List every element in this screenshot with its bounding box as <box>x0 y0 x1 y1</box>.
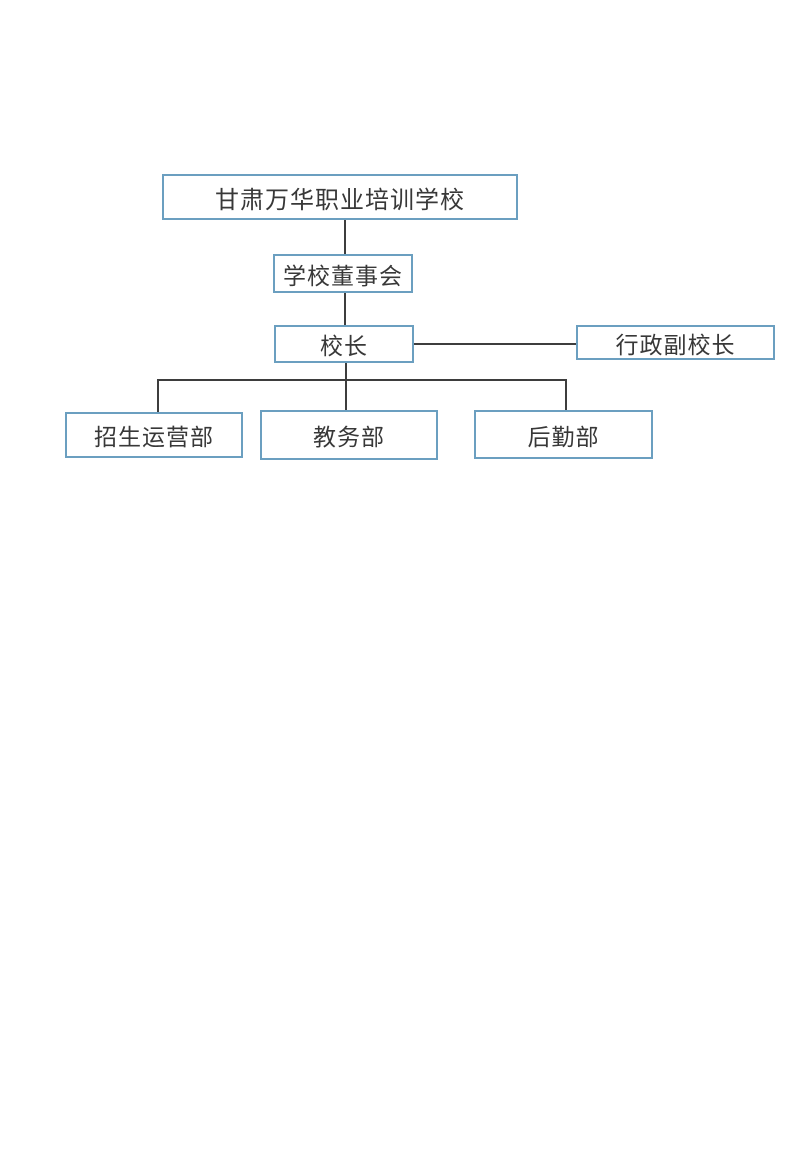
connector-principal-depts <box>345 363 347 410</box>
connector-drop-admissions <box>157 379 159 412</box>
connector-principal-vice <box>414 343 576 345</box>
node-dept-academic-label: 教务部 <box>313 424 385 450</box>
node-dept-academic: 教务部 <box>260 410 438 460</box>
node-board: 学校董事会 <box>273 254 413 293</box>
node-dept-logistics: 后勤部 <box>474 410 653 459</box>
node-dept-admissions: 招生运营部 <box>65 412 243 458</box>
node-dept-admissions-label: 招生运营部 <box>94 424 214 450</box>
node-board-label: 学校董事会 <box>283 262 403 289</box>
node-vice-principal: 行政副校长 <box>576 325 775 360</box>
node-dept-logistics-label: 后勤部 <box>527 423 600 450</box>
connector-departments-bus <box>157 379 567 381</box>
node-vice-principal-label: 行政副校长 <box>615 331 736 358</box>
node-school: 甘肃万华职业培训学校 <box>162 174 518 220</box>
connector-school-board <box>344 220 346 254</box>
connector-drop-logistics <box>565 379 567 410</box>
node-principal-label: 校长 <box>320 333 368 359</box>
node-school-label: 甘肃万华职业培训学校 <box>215 186 465 214</box>
node-principal: 校长 <box>274 325 414 363</box>
connector-board-principal <box>344 293 346 325</box>
